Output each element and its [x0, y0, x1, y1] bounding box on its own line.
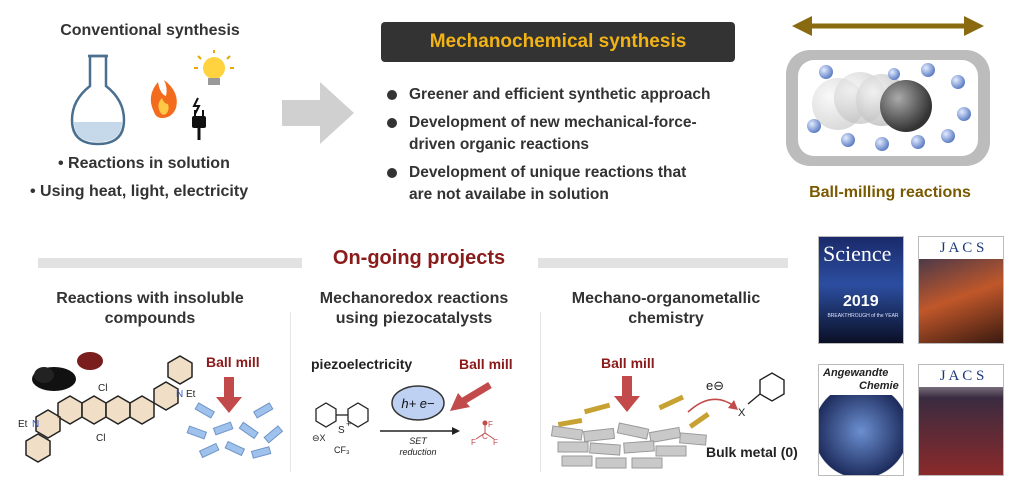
sulfur-label: S — [338, 425, 345, 436]
molecule-structure — [25, 355, 193, 463]
chloro-label: Cl — [96, 433, 105, 444]
piezoelectricity-label: piezoelectricity — [311, 356, 413, 372]
set-label: SET — [409, 436, 428, 446]
reduction-label: reduction — [399, 447, 436, 457]
angewandte-cover: Angewandte Chemie — [818, 364, 904, 476]
lightbulb-icon — [194, 50, 234, 85]
mechanochemical-title: Mechanochemical synthesis — [381, 22, 735, 62]
flask-icon — [70, 54, 126, 146]
divider-right — [538, 258, 788, 268]
down-arrow-icon — [614, 376, 640, 412]
jacs-cover-2: J A C S — [918, 364, 1004, 476]
ethyl-label: Et — [186, 389, 196, 400]
bulk-metal-blocks — [550, 422, 707, 469]
fluorine-label: F — [471, 438, 476, 447]
conventional-illustration — [70, 50, 234, 146]
divider-left — [38, 258, 302, 268]
cation-label: + — [346, 419, 351, 429]
process-arrow-icon — [282, 82, 354, 144]
project-insoluble-title: Reactions with insoluble compounds — [56, 290, 244, 327]
science-subtitle: BREAKTHROUGH of the YEAR — [827, 313, 899, 319]
electron-label: e⊖ — [706, 378, 724, 393]
flame-icon — [150, 80, 177, 118]
science-year: 2019 — [843, 293, 879, 310]
chemie-masthead: Chemie — [859, 380, 899, 392]
nitrogen-label: N — [176, 389, 183, 400]
jacs-cover-1: J A C S — [918, 236, 1004, 344]
down-arrow-icon — [216, 377, 242, 413]
counterion-label: ⊖X — [312, 433, 326, 443]
rod-particles — [186, 402, 284, 459]
cf3-radical — [475, 420, 495, 440]
sulfonium-reagent — [315, 402, 369, 428]
gold-rods — [557, 394, 710, 429]
ethyl-label: Et — [18, 419, 28, 430]
bullet-dot — [387, 118, 397, 128]
project-organometallic-illustration: e⊖ X — [550, 372, 785, 469]
black-powder-icon — [32, 367, 76, 391]
ongoing-title: On-going projects — [332, 247, 506, 269]
angewandte-masthead: Angewandte — [823, 367, 889, 379]
fluorine-label: F — [493, 438, 498, 447]
project-insoluble-illustration: Cl Cl Et N Et N Ball mill — [18, 352, 284, 463]
conventional-bullet-energy: • Using heat, light, electricity — [30, 183, 249, 200]
mechanochemical-item-unique-reactions: Development of unique reactions that are… — [383, 162, 763, 206]
double-arrow-icon — [792, 16, 984, 36]
ball-mill-label: Ball mill — [206, 354, 260, 370]
charge-carriers-label: h+ e− — [401, 396, 435, 411]
carbon-label: C — [482, 432, 488, 441]
science-masthead: Science — [823, 241, 892, 266]
piezocatalyst-particle — [391, 385, 445, 421]
bulk-metal-label: Bulk metal (0) — [706, 444, 798, 460]
ball-mill-label: Ball mill — [459, 356, 513, 372]
science-cover: Science 2019 BREAKTHROUGH of the YEAR — [818, 236, 904, 344]
reaction-arrow-icon — [380, 427, 460, 435]
fluorine-label: F — [488, 420, 493, 429]
project-organometallic-title: Mechano-organometallic chemistry — [571, 290, 761, 327]
bullet-dot — [387, 168, 397, 178]
diagonal-arrow-icon — [450, 381, 492, 411]
jacs-masthead: J A C S — [939, 368, 985, 384]
mechanochemical-item-new-reactions: Development of new mechanical-force- dri… — [383, 112, 763, 156]
column-separator — [540, 312, 541, 472]
cf3-label: CF₃ — [334, 445, 350, 455]
nitrogen-label: N — [32, 419, 39, 430]
mechanochemical-item-green: Greener and efficient synthetic approach — [383, 84, 763, 106]
small-balls — [807, 63, 971, 151]
aryl-halide-structure — [747, 372, 785, 405]
halide-label: X — [738, 407, 746, 419]
ball-mill-jar-illustration — [786, 16, 990, 166]
project-mechanoredox-illustration: h+ e− S + ⊖X CF₃ SET reduction F C F F — [312, 381, 498, 457]
electric-plug-icon — [192, 97, 206, 140]
conventional-bullet-solution: • Reactions in solution — [58, 155, 230, 172]
curved-arrow-icon — [687, 398, 738, 413]
project-mechanoredox-title: Mechanoredox reactions using piezocataly… — [319, 290, 509, 327]
mechanochemical-list: Greener and efficient synthetic approach… — [383, 84, 763, 206]
ball-mill-label: Ball mill — [601, 355, 655, 371]
ball-milling-label: Ball-milling reactions — [809, 184, 971, 201]
column-separator — [290, 312, 291, 472]
bullet-dot — [387, 90, 397, 100]
chloro-label: Cl — [98, 383, 107, 394]
red-powder-icon — [77, 352, 103, 370]
jacs-masthead: J A C S — [939, 240, 985, 256]
conventional-title: Conventional synthesis — [60, 22, 240, 39]
